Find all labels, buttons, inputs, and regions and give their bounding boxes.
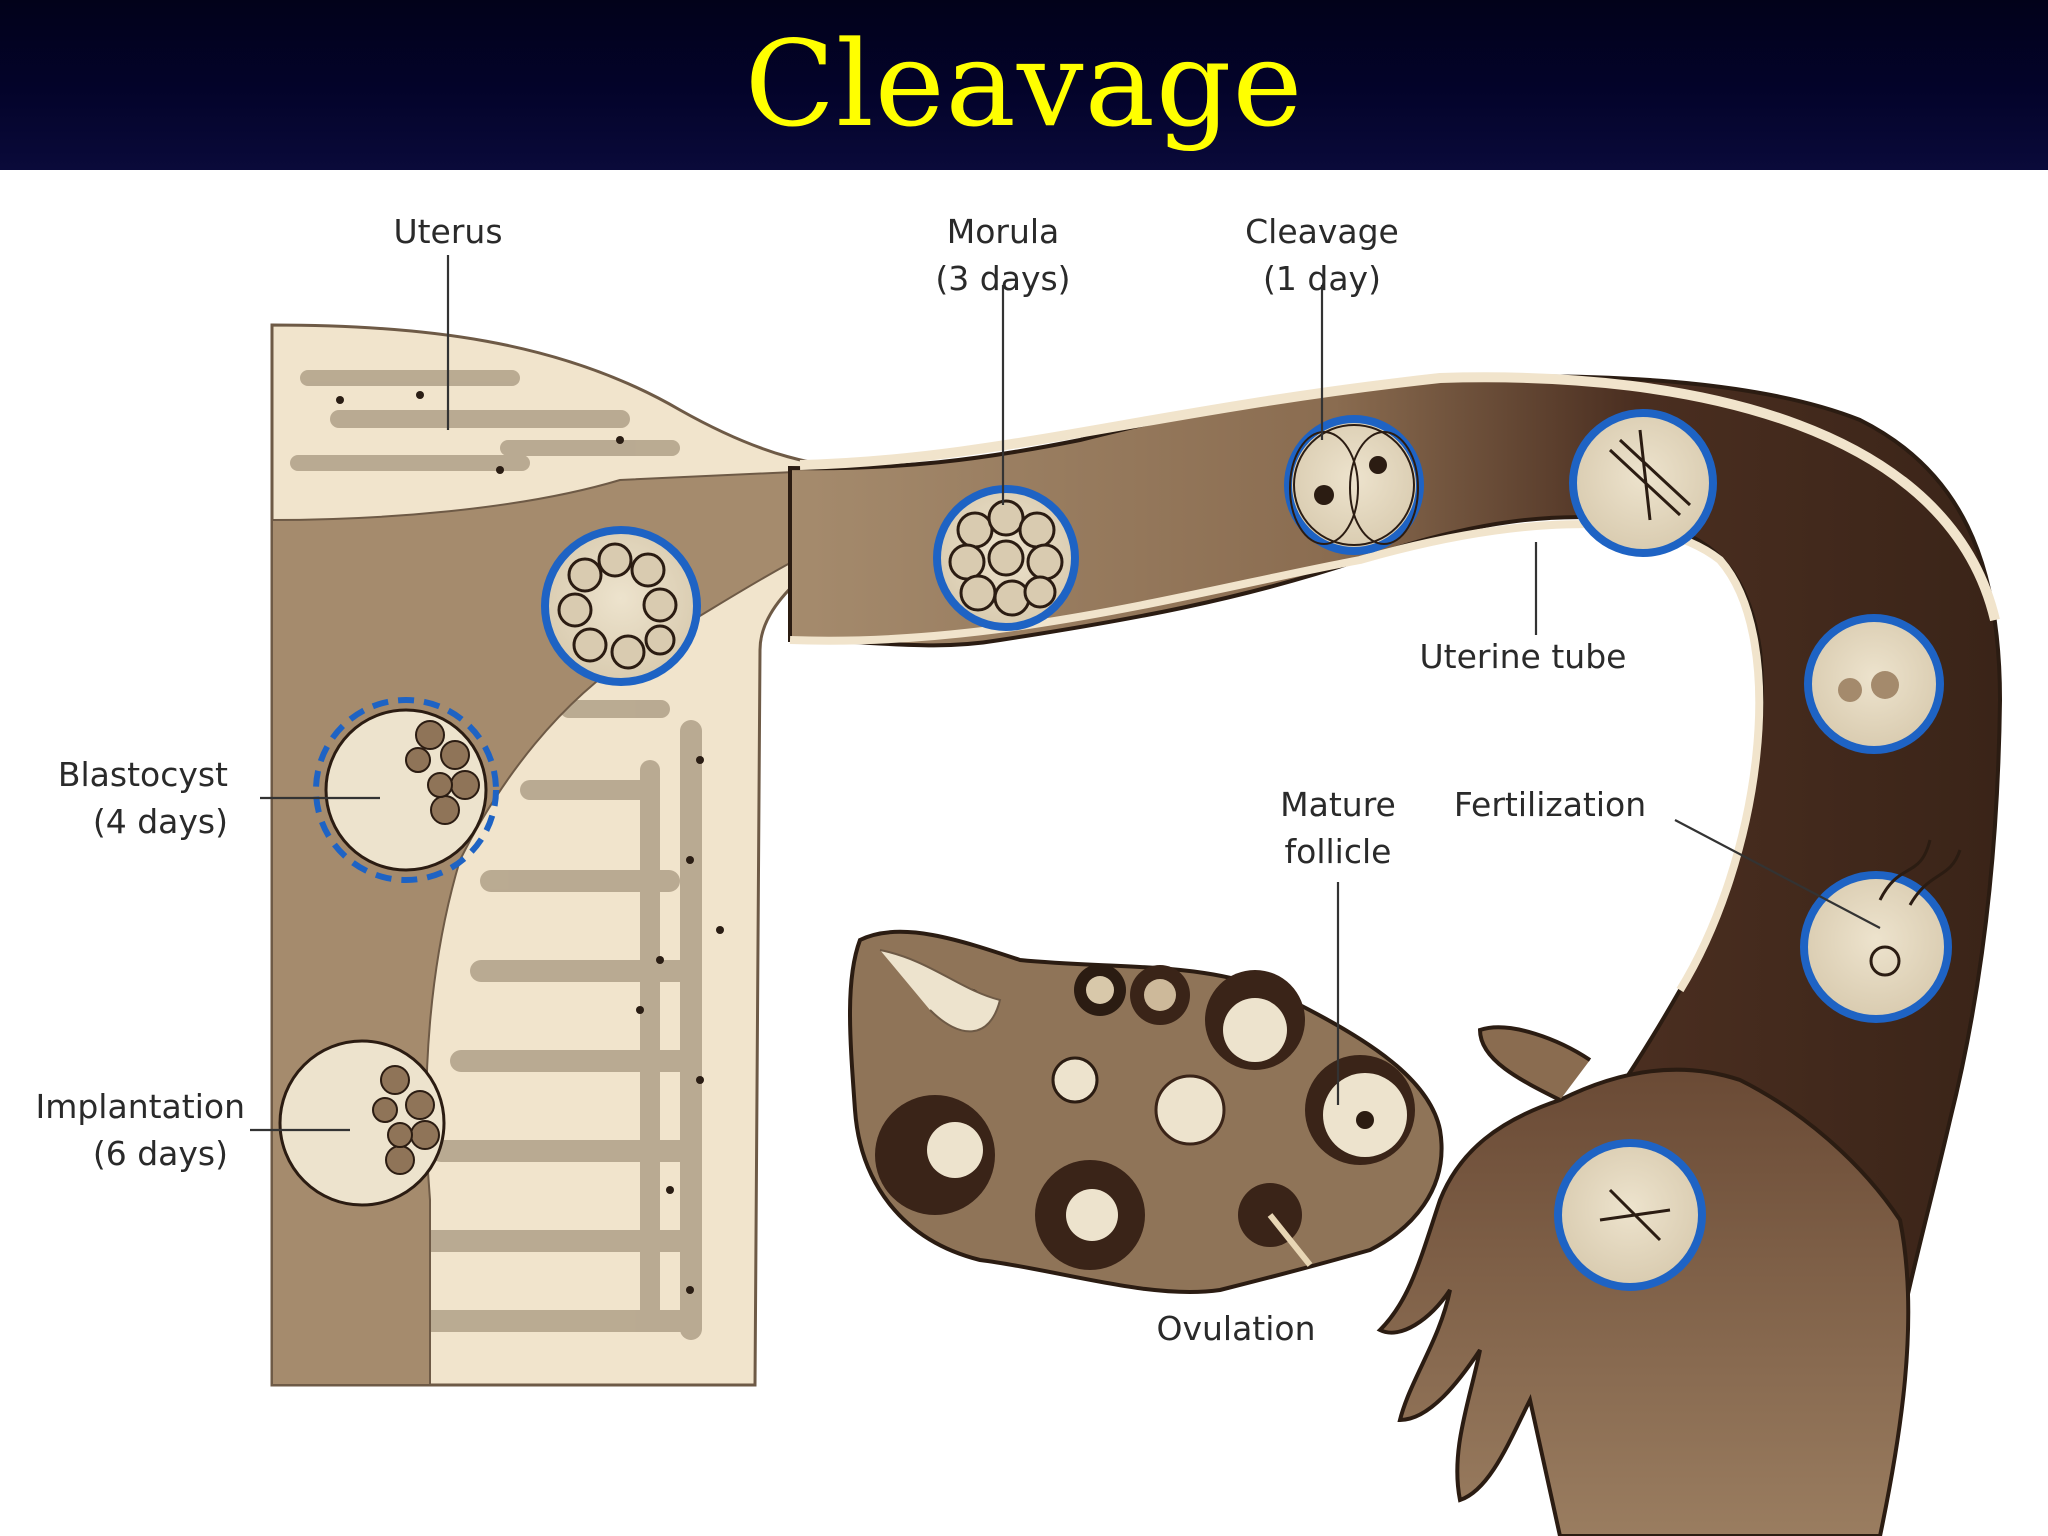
label-ovulation: Ovulation bbox=[1156, 1309, 1315, 1348]
early-blastocyst-cell bbox=[541, 526, 701, 686]
ovarian-follicles bbox=[875, 949, 1415, 1270]
label-uterine-tube: Uterine tube bbox=[1420, 637, 1627, 676]
title-bar bbox=[0, 0, 2048, 170]
leader-lines bbox=[250, 255, 1881, 1132]
cleavage-cell bbox=[1284, 415, 1424, 555]
label-cleavage-days: (1 day) bbox=[1263, 259, 1381, 298]
label-blastocyst: Blastocyst bbox=[58, 755, 228, 794]
diagram: Uterus Morula (3 days) Cleavage (1 day) … bbox=[35, 212, 2003, 1536]
ovulated-oocyte-cell bbox=[1554, 1139, 1706, 1291]
blastocyst-cell bbox=[313, 697, 499, 883]
label-mature-follicle-2: follicle bbox=[1285, 832, 1392, 871]
fimbriae bbox=[1376, 1025, 1911, 1536]
label-implantation-days: (6 days) bbox=[93, 1134, 228, 1173]
label-mature-follicle: Mature bbox=[1280, 785, 1396, 824]
label-implantation: Implantation bbox=[35, 1087, 245, 1126]
implantation-cell bbox=[278, 1039, 446, 1207]
label-morula-days: (3 days) bbox=[935, 259, 1070, 298]
morula-cell bbox=[933, 485, 1079, 631]
label-morula: Morula bbox=[947, 212, 1060, 251]
label-fertilization: Fertilization bbox=[1454, 785, 1646, 824]
fertilization-cell bbox=[1800, 839, 1962, 1023]
label-cleavage: Cleavage bbox=[1245, 212, 1399, 251]
zygote-cell-spindle bbox=[1569, 409, 1717, 557]
slide-title: Cleavage bbox=[744, 15, 1304, 153]
label-blastocyst-days: (4 days) bbox=[93, 802, 228, 841]
label-uterus: Uterus bbox=[393, 212, 502, 251]
pronuclei-cell bbox=[1804, 614, 1944, 754]
ovary bbox=[848, 929, 1444, 1294]
